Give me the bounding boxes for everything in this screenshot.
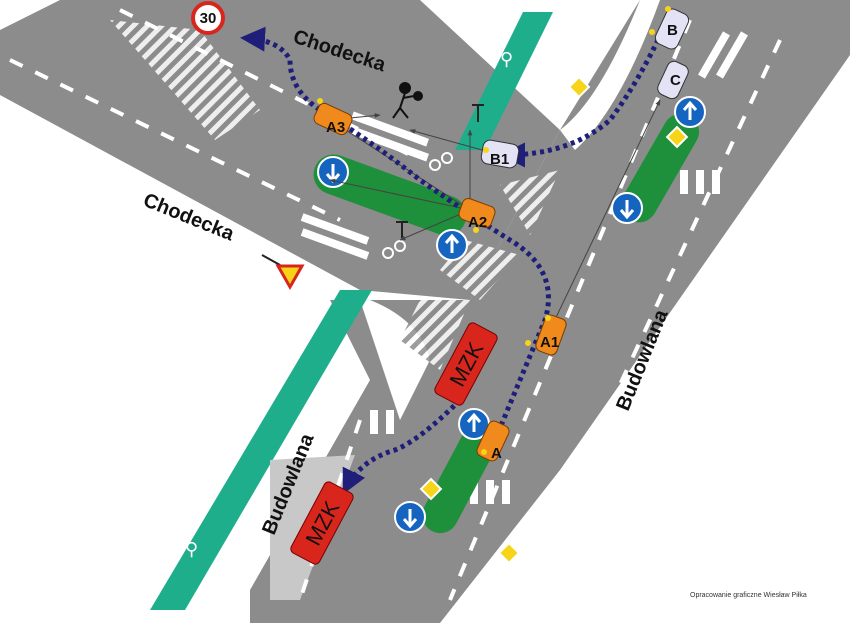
crosswalks bbox=[300, 31, 748, 504]
keep-right-sign-5 bbox=[458, 408, 490, 440]
keep-right-sign-1 bbox=[317, 156, 349, 188]
cyclist-icons bbox=[382, 152, 453, 259]
pedestrian-icon bbox=[392, 82, 423, 119]
island-chodecka bbox=[313, 154, 467, 236]
vehicle-a3: A3 bbox=[313, 102, 353, 136]
bus-lower: MZK bbox=[290, 481, 354, 565]
author-credit: Opracowanie graficzne Wiesław Piłka bbox=[690, 592, 807, 599]
keep-right-sign-3 bbox=[674, 96, 706, 128]
vehicle-a1: A1 bbox=[535, 314, 567, 356]
keep-right-sign-4 bbox=[611, 192, 643, 224]
turn-indicator-marks bbox=[317, 6, 671, 455]
priority-road-signs bbox=[419, 75, 689, 565]
vehicle-a1-label: A1 bbox=[540, 334, 559, 351]
vehicle-b: B bbox=[654, 8, 690, 50]
bike-symbol-top: ⚲ bbox=[500, 49, 513, 69]
sight-lines bbox=[329, 99, 661, 331]
yield-sign bbox=[261, 254, 305, 291]
speed-limit-value: 30 bbox=[200, 10, 217, 27]
bike-symbol-bottom: ⚲ bbox=[185, 539, 198, 559]
vehicle-b1: B1 bbox=[480, 139, 520, 169]
priority-sign-icon bbox=[567, 75, 591, 99]
bike-paths: ⚲ ⚲ bbox=[150, 12, 553, 610]
priority-sign-icon bbox=[419, 477, 443, 501]
priority-sign-icon bbox=[497, 541, 521, 565]
keep-right-sign-6 bbox=[394, 501, 426, 533]
vehicle-a2: A2 bbox=[458, 198, 496, 231]
signal-posts bbox=[396, 104, 484, 238]
vehicle-b-label: B bbox=[667, 22, 678, 39]
priority-sign-icon bbox=[665, 125, 689, 149]
direction-signs bbox=[317, 96, 706, 533]
keep-right-sign-2 bbox=[436, 229, 468, 261]
vehicle-c-label: C bbox=[670, 72, 681, 89]
vehicle-b1-label: B1 bbox=[490, 151, 509, 168]
vehicle-a3-label: A3 bbox=[326, 119, 345, 136]
speed-limit-sign: 30 bbox=[191, 1, 225, 35]
vehicle-a-label: A bbox=[491, 445, 502, 462]
vehicle-c: C bbox=[657, 60, 689, 100]
vehicle-a2-label: A2 bbox=[468, 214, 487, 231]
